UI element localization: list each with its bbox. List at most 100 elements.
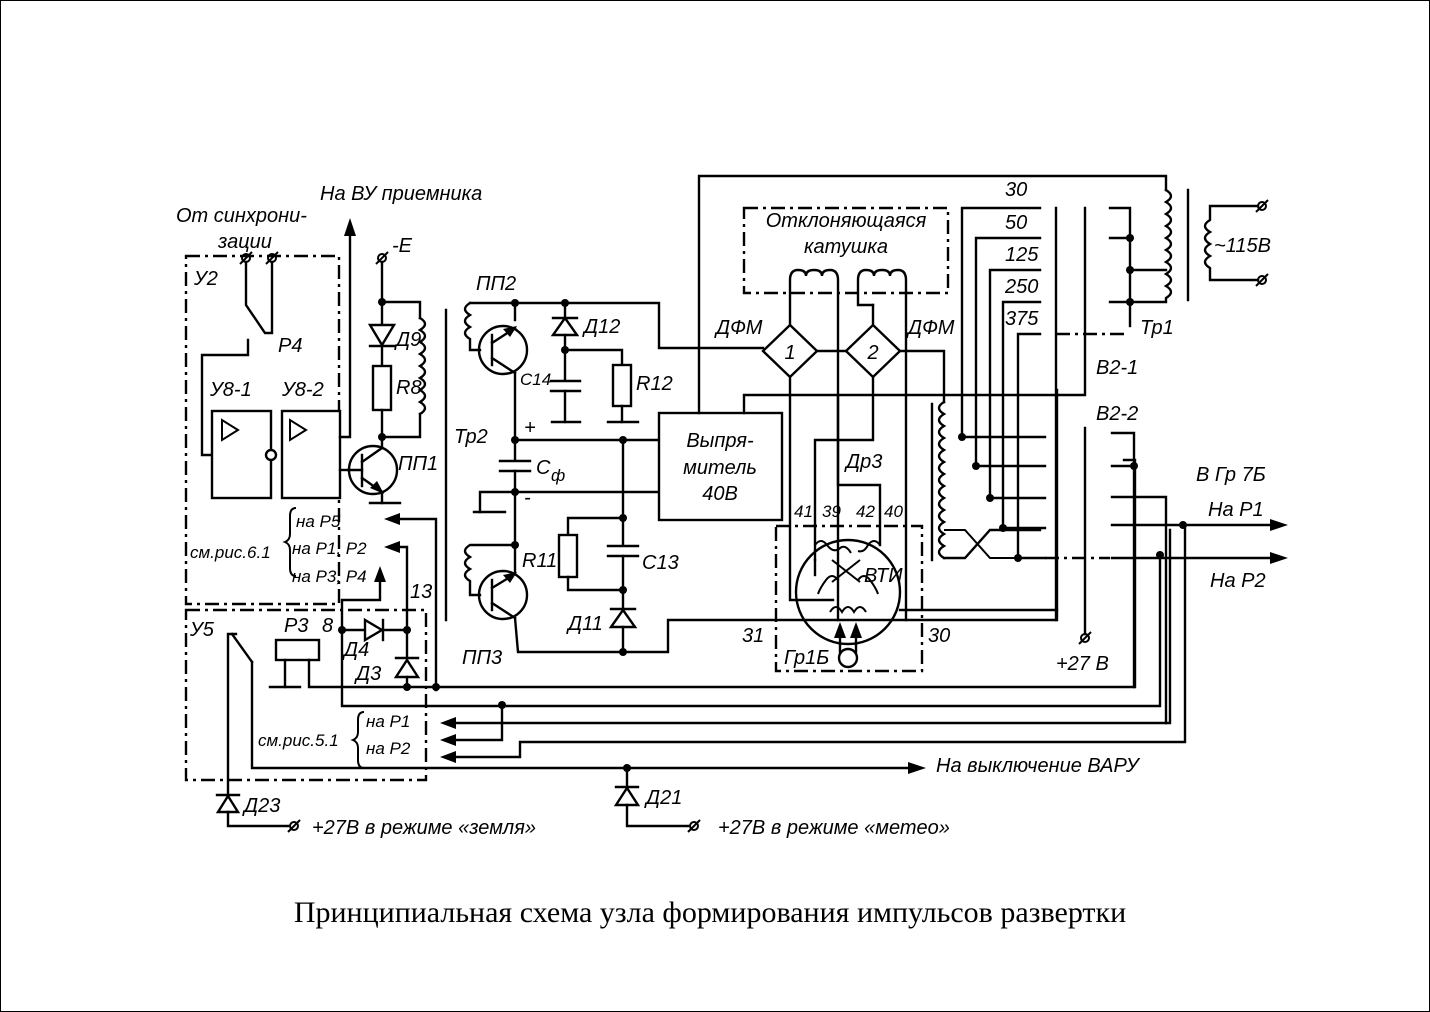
label-d4: Д4 bbox=[342, 639, 369, 661]
label-b2-2: В2-2 bbox=[1096, 403, 1138, 425]
winding-tr1-primary bbox=[1128, 188, 1173, 304]
label-pin-40: 40 bbox=[884, 502, 903, 521]
amplifier-triangle-icon bbox=[289, 418, 308, 442]
label-dfm-2: 2 bbox=[866, 342, 878, 364]
block-gr1b-outline bbox=[774, 524, 924, 673]
label-p4: Р4 bbox=[278, 335, 302, 357]
label-coil-1: Отклоняющаяся bbox=[766, 210, 927, 232]
arrow-left-icon bbox=[384, 541, 400, 553]
label-see-fig-6-1: см.рис.6.1 bbox=[190, 543, 271, 562]
label-d12: Д12 bbox=[582, 316, 620, 338]
label-meteo-mode: +27В в режиме «метео» bbox=[718, 817, 950, 839]
label-ac-115: ~115В bbox=[1214, 235, 1271, 257]
label-r12: R12 bbox=[636, 373, 673, 395]
label-na-p1: на Р1 bbox=[366, 712, 410, 731]
label-plus: + bbox=[524, 417, 536, 439]
label-gr1b: Гр1Б bbox=[784, 647, 829, 669]
diode-d11 bbox=[608, 607, 638, 629]
arrow-right-icon bbox=[1270, 519, 1288, 531]
label-pin-13: 13 bbox=[410, 581, 432, 603]
label-to-p3-p4: на Р3, Р4 bbox=[292, 567, 367, 586]
wire-to-vu bbox=[338, 223, 352, 439]
label-r11: R11 bbox=[522, 550, 557, 572]
label-from-sync-1: От синхрони- bbox=[176, 205, 307, 227]
diagram-caption: Принципиальная схема узла формирования и… bbox=[294, 896, 1126, 929]
label-d3: Д3 bbox=[354, 663, 381, 685]
label-c13: С13 bbox=[642, 552, 679, 574]
label-c-f: С bbox=[536, 457, 551, 479]
label-ground-mode: +27В в режиме «земля» bbox=[312, 817, 536, 839]
label-to-gr7b: В Гр 7Б bbox=[1196, 464, 1266, 486]
arrow-left-icon bbox=[384, 513, 400, 525]
label-dfm-1: 1 bbox=[784, 342, 795, 364]
label-range-30: 30 bbox=[1005, 179, 1027, 201]
label-r8: R8 bbox=[396, 377, 422, 399]
label-c-f-sub: ф bbox=[551, 466, 565, 485]
amplifier-u8-1 bbox=[210, 409, 273, 500]
resistor-r8 bbox=[371, 364, 393, 412]
vti-rotary-transformer bbox=[794, 538, 902, 646]
label-range-125: 125 bbox=[1005, 244, 1039, 266]
arrow-left-icon bbox=[440, 734, 456, 746]
resistor-r11 bbox=[557, 533, 579, 579]
arrow-left-icon bbox=[440, 717, 456, 729]
label-vti: ВТИ bbox=[864, 565, 903, 587]
rectifier-40v bbox=[657, 411, 784, 522]
label-plus-27v: +27 В bbox=[1056, 653, 1109, 675]
label-pin-30-bottom: 30 bbox=[928, 625, 950, 647]
label-rectifier-2: митель bbox=[683, 457, 757, 479]
label-to-p1-p2: на Р1, Р2 bbox=[292, 539, 367, 558]
deflecting-coil-outline bbox=[742, 206, 950, 295]
label-b2-1: В2-1 bbox=[1096, 357, 1138, 379]
terminal-ground-mode bbox=[287, 819, 301, 833]
diode-d4 bbox=[363, 617, 385, 643]
label-c14: С14 bbox=[520, 370, 551, 389]
winding-tr2-primary bbox=[380, 316, 427, 439]
diode-d21 bbox=[613, 785, 641, 807]
label-minus-e: -E bbox=[392, 235, 413, 257]
transistor-pp2 bbox=[477, 324, 529, 376]
label-range-50: 50 bbox=[1005, 212, 1027, 234]
block-u5-outline bbox=[184, 608, 428, 782]
label-p3: Р3 bbox=[284, 615, 308, 637]
arrow-left-icon bbox=[440, 751, 456, 763]
label-rectifier-1: Выпря- bbox=[686, 430, 754, 452]
label-pp1: ПП1 bbox=[398, 453, 438, 475]
label-pin-41: 41 bbox=[794, 502, 813, 521]
arrow-right-icon bbox=[908, 762, 926, 774]
terminal-meteo-mode bbox=[687, 819, 701, 833]
label-pin-42: 42 bbox=[856, 502, 875, 521]
label-from-sync-2: зации bbox=[217, 231, 272, 253]
label-to-p1: На Р1 bbox=[1208, 499, 1264, 521]
label-see-fig-5-1: см.рис.5.1 bbox=[258, 731, 339, 750]
label-u2: У2 bbox=[193, 268, 218, 290]
label-tr1: Тр1 bbox=[1140, 317, 1174, 339]
label-d21: Д21 bbox=[644, 787, 682, 809]
wire-range-50 bbox=[974, 236, 1047, 468]
brace-icon bbox=[350, 711, 365, 769]
diode-d23 bbox=[215, 793, 241, 814]
arrow-up-icon bbox=[374, 566, 386, 582]
wire-range-375 bbox=[1016, 332, 1042, 560]
winding-pp2-base bbox=[463, 301, 482, 352]
label-range-375: 375 bbox=[1005, 308, 1039, 330]
label-to-p5: на Р5 bbox=[296, 512, 341, 531]
label-d23: Д23 bbox=[242, 795, 280, 817]
vti-windings bbox=[814, 540, 881, 614]
label-tr2: Тр2 bbox=[454, 426, 488, 448]
relay-p4-contact bbox=[200, 260, 274, 457]
brace-icon bbox=[282, 507, 297, 577]
label-d11: Д11 bbox=[566, 613, 603, 635]
label-pp3: ПП3 bbox=[462, 647, 502, 669]
diode-d9 bbox=[367, 323, 397, 348]
label-to-p2: На Р2 bbox=[1210, 570, 1266, 592]
label-u8-2: У8-2 bbox=[281, 379, 324, 401]
coil-winding-1 bbox=[788, 268, 840, 622]
arrow-up-icon bbox=[834, 622, 846, 638]
label-pin-31: 31 bbox=[742, 625, 764, 647]
label-na-p2: на Р2 bbox=[366, 739, 411, 758]
label-pin-39: 39 bbox=[822, 502, 841, 521]
label-to-vu-receiver: На ВУ приемника bbox=[320, 183, 482, 205]
label-u5: У5 bbox=[189, 619, 215, 641]
